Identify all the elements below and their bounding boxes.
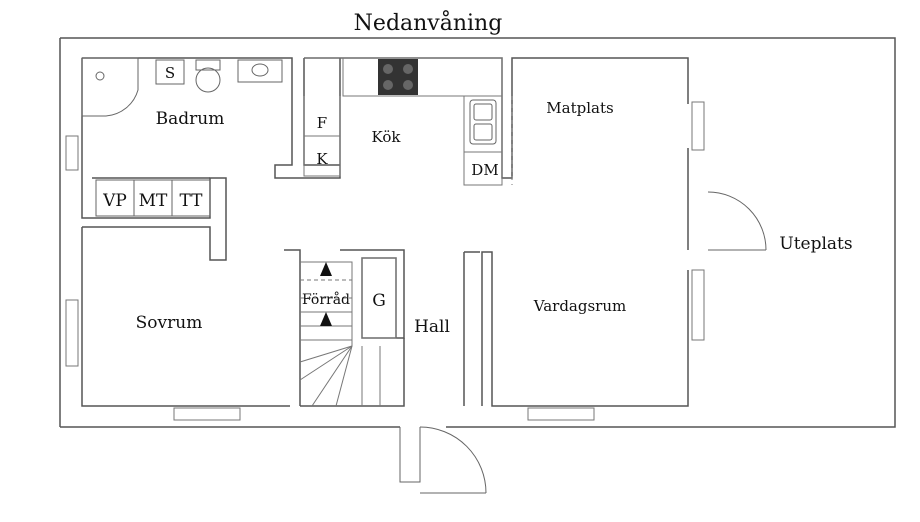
washbasin-icon <box>237 59 283 83</box>
window-matplats <box>691 101 705 151</box>
room-label-sovrum: Sovrum <box>136 313 203 333</box>
plan-title: Nedanvåning <box>354 9 503 36</box>
wardrobe-box <box>361 257 397 339</box>
fixture-label-f: F <box>317 114 327 132</box>
window-sovrum <box>65 299 79 367</box>
fixture-label-k: K <box>316 150 328 168</box>
room-label-badrum: Badrum <box>156 109 225 129</box>
room-label-uteplats: Uteplats <box>779 234 852 254</box>
stair-arrow-up-icon <box>320 312 332 326</box>
fixture-label-mt: MT <box>139 191 168 211</box>
room-label-kok: Kök <box>372 128 402 146</box>
window-vardagsrum <box>691 269 705 341</box>
doors <box>399 191 767 494</box>
stairs <box>299 261 381 407</box>
fixture-label-g: G <box>372 291 386 311</box>
room-label-matplats: Matplats <box>546 99 613 117</box>
window-badrum <box>65 135 79 171</box>
room-label-vardagsrum: Vardagsrum <box>533 297 626 315</box>
room-label-hall: Hall <box>414 317 450 337</box>
window-sovrum-south <box>173 407 241 421</box>
kitchen-sink-icon <box>469 99 497 145</box>
fixture-label-tt: TT <box>180 191 204 211</box>
laundry-row <box>95 179 211 217</box>
shower-icon <box>81 57 139 117</box>
room-label-forrad: Förråd <box>302 291 350 308</box>
fixture-s-box <box>155 59 185 85</box>
windows <box>65 101 705 421</box>
stair-arrow-up-icon <box>320 262 332 276</box>
toilet-icon <box>195 59 221 93</box>
kitchen-counter <box>303 57 513 186</box>
fixture-label-dm: DM <box>471 161 498 179</box>
window-vardagsrum-south <box>527 407 595 421</box>
fixture-label-s: S <box>165 64 175 82</box>
stove-icon <box>378 59 418 95</box>
fixture-label-vp: VP <box>102 191 127 211</box>
